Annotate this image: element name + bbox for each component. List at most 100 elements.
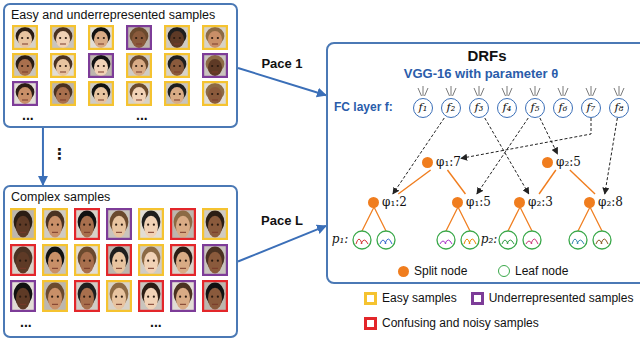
easy-sample-grid <box>12 25 228 106</box>
ellipsis: ... <box>22 107 34 123</box>
drawing-part <box>164 53 190 78</box>
tree-branch <box>362 207 374 231</box>
drawing-part <box>170 208 196 240</box>
drawing-part <box>42 244 68 276</box>
face-photo <box>138 244 164 276</box>
drawing-part <box>121 296 123 298</box>
drawing-part <box>48 252 62 274</box>
connector <box>238 226 326 262</box>
drawing-part <box>19 224 21 226</box>
drawing-part <box>132 87 146 104</box>
drawing-part <box>103 93 105 95</box>
drawing-part <box>89 54 113 77</box>
drawing-part <box>569 231 587 249</box>
drawing-part <box>203 245 227 275</box>
drawing-part <box>57 224 59 226</box>
drawing-part <box>202 280 228 312</box>
drawing-part <box>185 260 187 262</box>
drawing-part <box>112 216 126 238</box>
input-stroke <box>481 88 485 96</box>
drawing-part <box>60 100 66 101</box>
drawing-part <box>148 232 154 233</box>
complex-sample-grid <box>10 208 228 312</box>
drawing-part <box>148 268 154 269</box>
drawing-part <box>136 100 142 101</box>
tree-branch <box>520 207 532 231</box>
drawing-part <box>437 231 455 249</box>
tree-branch <box>590 207 602 231</box>
drawing-part <box>593 231 611 249</box>
drawing-part <box>164 25 190 50</box>
drawing-part <box>57 260 59 262</box>
drawing-part <box>50 81 76 106</box>
drawing-part <box>60 44 66 45</box>
connector <box>485 118 529 194</box>
drawing-part <box>16 288 30 310</box>
drawing-part <box>212 44 218 45</box>
drawing-part <box>170 87 184 104</box>
drawing-part <box>83 224 85 226</box>
drawing-part <box>56 59 70 76</box>
connector <box>570 170 595 194</box>
drawing-part <box>176 252 190 274</box>
split-dot <box>542 157 553 168</box>
drawing-part <box>596 239 608 244</box>
drawing-part <box>147 260 149 262</box>
drawing-part <box>147 224 149 226</box>
face-photo <box>164 81 190 106</box>
drawing-part <box>440 240 452 244</box>
box-title: Complex samples <box>5 187 116 204</box>
network-title: VGG-16 with parameter θ <box>404 67 558 82</box>
face-photo <box>164 53 190 78</box>
drawing-part <box>179 65 181 67</box>
drawing-part <box>153 296 155 298</box>
input-stroke <box>535 86 536 96</box>
connector <box>477 118 528 194</box>
drawing-part <box>89 260 91 262</box>
face-photo <box>138 208 164 240</box>
leaf-node <box>569 231 587 249</box>
fc-neuron: f₁ <box>413 98 433 118</box>
box-title: Easy and underrepresented samples <box>5 5 221 22</box>
face-photo <box>126 25 152 50</box>
drawing-part <box>147 296 149 298</box>
drawing-part <box>139 281 163 311</box>
drawing-part <box>174 44 180 45</box>
input-stroke <box>502 88 506 96</box>
split-node: φ₂:3 <box>514 194 553 210</box>
drawing-part <box>135 93 137 95</box>
drawing-part <box>115 260 117 262</box>
drawing-part <box>180 268 186 269</box>
face-photo <box>164 25 190 50</box>
drawing-part <box>135 37 137 39</box>
drawing-part <box>153 260 155 262</box>
input-stroke <box>425 88 429 96</box>
drawing-part <box>18 31 32 48</box>
drawing-part <box>80 216 94 238</box>
drawing-part <box>217 296 219 298</box>
drawing-part <box>377 231 395 249</box>
input-stroke <box>621 88 625 96</box>
face-photo <box>202 208 228 240</box>
input-stroke <box>565 88 569 96</box>
drawing-part <box>138 244 164 276</box>
drawing-part <box>75 245 99 275</box>
face-photo <box>50 53 76 78</box>
drawing-part <box>22 100 28 101</box>
drawing-part <box>461 231 479 249</box>
drawing-part <box>10 244 36 276</box>
drawing-part <box>139 245 163 275</box>
drawing-part <box>203 209 227 239</box>
drawing-part <box>27 65 29 67</box>
drawing-part <box>52 304 58 305</box>
drawing-part <box>136 72 142 73</box>
neuron-label: f₆ <box>559 102 568 114</box>
drawing-part <box>112 288 126 310</box>
split-label: φ₁:7 <box>436 156 461 168</box>
drawing-part <box>59 65 61 67</box>
drawing-part <box>185 296 187 298</box>
drawing-part <box>132 31 146 48</box>
drawing-part <box>51 54 75 77</box>
drawing-part <box>84 232 90 233</box>
drawing-part <box>89 296 91 298</box>
